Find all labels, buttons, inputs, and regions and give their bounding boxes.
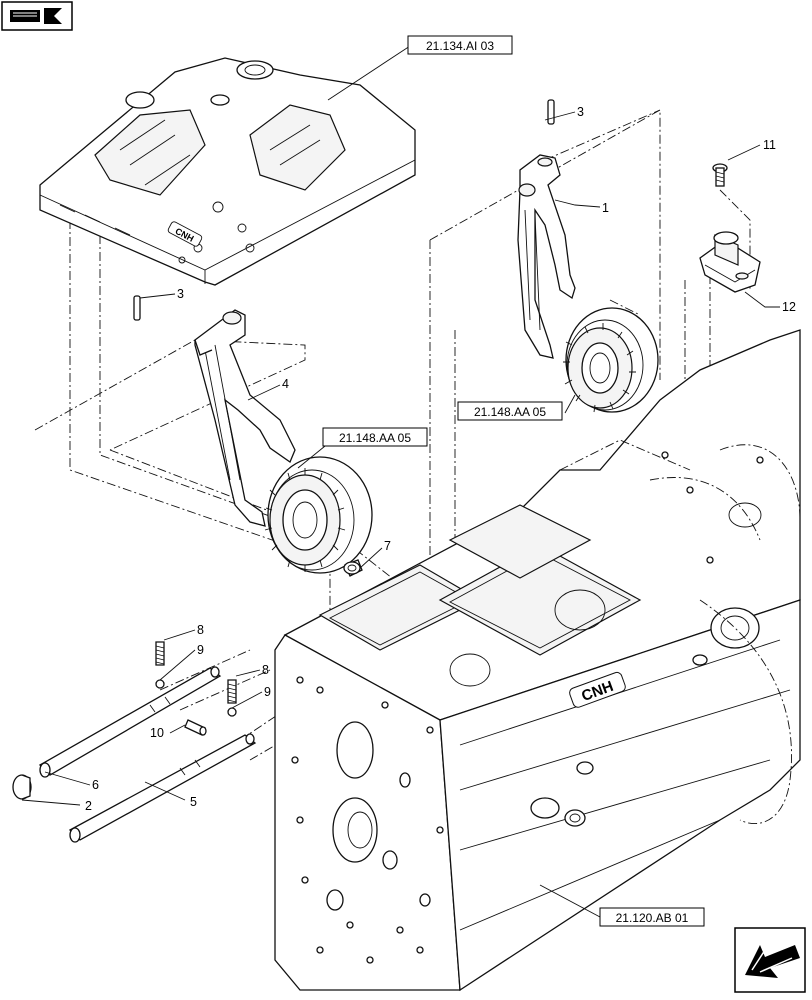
reference-label: 21.148.AA 05 xyxy=(474,405,546,419)
callout-1: 1 xyxy=(602,201,609,215)
shift-fork-4 xyxy=(194,309,296,527)
reference-box-21-148-aa-05-right[interactable]: 21.148.AA 05 xyxy=(457,401,563,421)
arrow-back-icon[interactable] xyxy=(734,927,806,993)
housing-logo: CNH xyxy=(569,671,626,708)
callout-8-left: 8 xyxy=(197,623,204,637)
spring-8-right xyxy=(227,679,237,704)
shift-rod-6 xyxy=(38,666,222,778)
reference-box-21-134-ai-03[interactable]: 21.134.AI 03 xyxy=(407,35,513,55)
reference-box-21-148-aa-05-left[interactable]: 21.148.AA 05 xyxy=(322,427,428,447)
synchronizer-gear-right xyxy=(563,307,659,413)
leader-lines xyxy=(21,45,780,918)
synchronizer-gear-left xyxy=(264,456,373,574)
callout-12: 12 xyxy=(782,300,796,314)
shift-fork-1 xyxy=(517,154,576,359)
callout-6: 6 xyxy=(92,778,99,792)
book-return-icon[interactable] xyxy=(1,1,73,31)
detent-ball-9-right xyxy=(227,707,237,717)
reference-label: 21.148.AA 05 xyxy=(339,431,411,445)
callout-10: 10 xyxy=(150,726,164,740)
plug-2 xyxy=(12,774,32,800)
reference-label: 21.134.AI 03 xyxy=(426,39,494,53)
callout-9-right: 9 xyxy=(264,685,271,699)
sensor-bracket-12 xyxy=(699,231,761,293)
bushing-7 xyxy=(343,559,363,577)
callout-3-left: 3 xyxy=(177,287,184,301)
shift-rod-5 xyxy=(68,733,257,843)
callout-11: 11 xyxy=(763,138,776,152)
callout-8-right: 8 xyxy=(262,663,269,677)
callout-7: 7 xyxy=(384,539,391,553)
callout-3-right: 3 xyxy=(577,105,584,119)
reference-label: 21.120.AB 01 xyxy=(616,911,689,925)
lift-cover-assembly: CNH xyxy=(39,57,416,286)
callout-5: 5 xyxy=(190,795,197,809)
detent-ball-9-left xyxy=(155,679,165,689)
spring-8-left xyxy=(155,641,165,666)
reference-box-21-120-ab-01[interactable]: 21.120.AB 01 xyxy=(599,907,705,927)
callout-numbers: 1 2 3 3 4 5 6 7 8 8 9 9 10 11 12 xyxy=(85,105,796,813)
pin-10 xyxy=(184,719,207,736)
transmission-housing: CNH xyxy=(274,329,801,992)
bolt-11 xyxy=(712,163,728,187)
callout-4: 4 xyxy=(282,377,289,391)
callout-9-left: 9 xyxy=(197,643,204,657)
roll-pin-3-right xyxy=(547,99,555,125)
callout-2: 2 xyxy=(85,799,92,813)
roll-pin-3-left xyxy=(133,295,141,321)
